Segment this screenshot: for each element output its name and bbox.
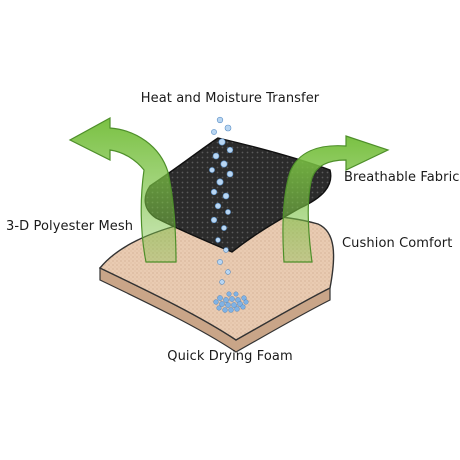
quick-drying-foam-label: Quick Drying Foam [167,349,293,364]
right-green-arrow [282,135,390,263]
polyester-mesh-label: 3-D Polyester Mesh [6,219,134,234]
rising-droplets [209,116,234,285]
heat-moisture-transfer-label: Heat and Moisture Transfer [140,91,320,106]
droplet-cluster [213,291,249,313]
left-green-arrow [68,116,177,263]
breathable-fabric-label: Breathable Fabric [344,170,460,185]
cushion-comfort-label: Cushion Comfort [342,236,453,251]
